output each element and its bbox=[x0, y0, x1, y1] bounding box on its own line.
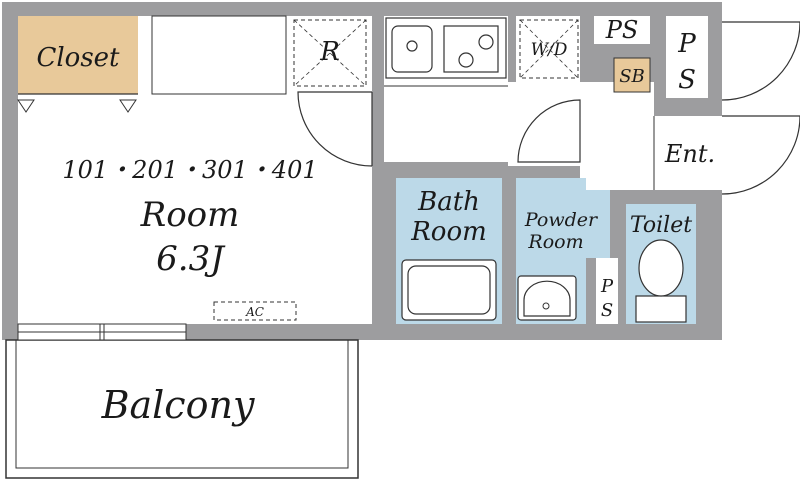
washbasin-bowl bbox=[523, 280, 571, 317]
powder-label-1: Powder bbox=[524, 209, 599, 231]
washbasin-drain bbox=[542, 302, 550, 310]
powder-label-2: Room bbox=[527, 231, 583, 253]
ps-door-swing bbox=[721, 21, 800, 101]
small-ps-label-2: S bbox=[601, 300, 613, 321]
small-ps-box bbox=[596, 258, 618, 324]
ps-top-box bbox=[594, 16, 650, 44]
closet-shelf bbox=[151, 15, 287, 95]
powder-room-notch bbox=[586, 190, 610, 258]
wet-area-door-swing bbox=[517, 99, 581, 163]
main-room-label: Room bbox=[140, 195, 240, 235]
entrance-label: Ent. bbox=[664, 140, 715, 168]
closet-label: Closet bbox=[36, 43, 120, 73]
burner-1 bbox=[478, 34, 494, 50]
toilet-bowl bbox=[638, 239, 684, 297]
shoe-box bbox=[613, 57, 651, 93]
balcony-floor bbox=[5, 339, 359, 479]
toilet-tank bbox=[635, 295, 687, 323]
ps-right-box bbox=[666, 16, 708, 98]
refrigerator-x2 bbox=[293, 19, 367, 87]
sink-drain bbox=[406, 40, 418, 52]
shoe-box-label: SB bbox=[619, 66, 645, 87]
bathtub-inner bbox=[407, 265, 491, 315]
ps-right-label-2: S bbox=[678, 65, 696, 95]
washer-label: W/D bbox=[531, 40, 568, 60]
hall-floor-2 bbox=[580, 92, 654, 190]
entrance-door-swing bbox=[721, 115, 800, 195]
room-door-swing bbox=[297, 91, 373, 167]
main-room-size-label: 6.3J bbox=[156, 239, 226, 279]
burner-2 bbox=[458, 52, 474, 68]
small-ps-label-1: P bbox=[600, 276, 614, 297]
ac-label: AC bbox=[245, 305, 264, 319]
bath-label-2: Room bbox=[410, 217, 487, 247]
sink bbox=[391, 25, 433, 73]
ps-top-label: PS bbox=[605, 16, 639, 44]
closet-door-mark-right bbox=[119, 99, 137, 113]
bath-label-1: Bath bbox=[417, 187, 480, 217]
toilet-label: Toilet bbox=[630, 213, 692, 238]
closet-area bbox=[18, 16, 138, 94]
balcony-label: Balcony bbox=[101, 383, 255, 427]
ps-right-label-1: P bbox=[677, 29, 696, 59]
closet-door-mark-left bbox=[17, 99, 35, 113]
washer-box bbox=[519, 19, 579, 79]
refrigerator-x1 bbox=[293, 19, 367, 87]
air-conditioner bbox=[213, 301, 297, 321]
refrigerator-label: R bbox=[319, 37, 340, 67]
entrance-floor bbox=[654, 116, 722, 190]
unit-numbers-label: 101・201・301・401 bbox=[62, 156, 317, 184]
